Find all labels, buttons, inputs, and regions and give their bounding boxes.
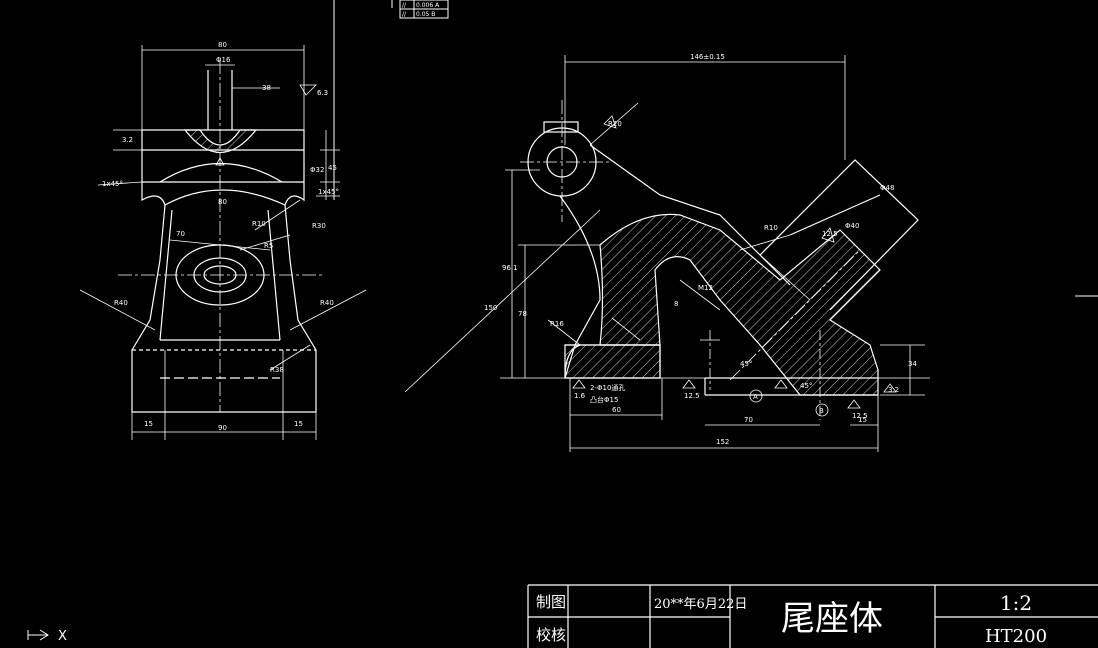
side-view	[404, 55, 930, 452]
tb-material: HT200	[985, 626, 1047, 647]
sv-dim-height-left: 78	[518, 310, 527, 318]
sv-dim-8: 8	[674, 300, 678, 308]
sv-cb-note: 凸台Φ15	[590, 395, 618, 404]
fv-dim-r10: R10	[252, 220, 266, 228]
sv-dim-phi48: Φ48	[880, 184, 894, 192]
sv-dim-12-5: 12.5	[822, 230, 838, 238]
sv-dim-45a: 45°	[740, 360, 752, 368]
sv-dim-r10: R10	[764, 224, 778, 232]
sv-dim-phi40: Φ40	[845, 222, 859, 230]
fv-dim-bottom: 90	[218, 424, 227, 432]
sv-dim-r20: R20	[608, 120, 622, 128]
sv-holes-note: 2-Φ10通孔	[590, 383, 625, 392]
sv-rough-b: 12.5	[684, 392, 700, 400]
fv-side-phi: Φ32	[310, 166, 324, 174]
sv-dim-left60: 60	[612, 406, 621, 414]
tb-checked-label: 校核	[536, 626, 566, 644]
ucs-x-label: X	[58, 629, 67, 644]
fv-dim-mid: 80	[218, 198, 227, 206]
fv-rough-left: 3.2	[122, 136, 133, 144]
fv-dim-right-r: R40	[320, 299, 334, 307]
sv-dim-height-total: 96.1	[502, 264, 518, 272]
front-view	[79, 45, 367, 440]
fv-dim-bore: 38	[262, 84, 271, 92]
sv-datum-a: A	[753, 393, 758, 401]
sv-rough-a: 1.6	[574, 392, 586, 400]
fv-side-6-3: 6.3	[317, 89, 328, 97]
fv-chamfer-left: 1x45°	[102, 180, 123, 188]
sv-dim-right70: 70	[744, 416, 753, 424]
sv-dim-thread: M12	[698, 284, 713, 292]
sv-dim-45b: 45°	[800, 382, 812, 390]
fv-dim-right15: 15	[294, 420, 303, 428]
tb-drawn-label: 制图	[536, 593, 566, 611]
fv-dim-70: 70	[176, 230, 185, 238]
sv-rough-c: 12.5	[852, 412, 868, 420]
fv-dim-left-r: R40	[114, 299, 128, 307]
fv-dim-r30: R30	[312, 222, 326, 230]
fv-dim-hole: Φ16	[216, 56, 231, 64]
tol-row2-value: 0.05 B	[416, 11, 435, 18]
fv-side-45: 45	[328, 164, 337, 172]
title-block	[527, 584, 1098, 648]
sv-dim-bottom-total: 152	[716, 438, 729, 446]
fv-chamfer-right: 1x45°	[318, 188, 339, 196]
sv-dim-overall: 146±0.15	[690, 53, 725, 61]
tolerance-table: // 0.006 A // 0.05 B	[399, 0, 449, 19]
fv-dim-r38: R38	[270, 366, 284, 374]
sv-dim-r16: R16	[550, 320, 564, 328]
fv-dim-top-width: 80	[218, 41, 227, 49]
sv-dim-34: 34	[908, 360, 917, 368]
fv-dim-left15: 15	[144, 420, 153, 428]
tol-row1-value: 0.006 A	[416, 2, 440, 9]
sv-dim-right15: 15	[858, 416, 867, 424]
tb-scale: 1:2	[1000, 591, 1032, 615]
tb-date: 20**年6月22日	[654, 597, 747, 612]
tb-part-name: 尾座体	[781, 599, 883, 639]
fv-dim-r5: R5	[264, 242, 273, 250]
tol-row2-symbol: //	[402, 11, 407, 18]
sv-dim-150: 150	[484, 304, 497, 312]
ucs-icon	[27, 629, 49, 641]
sv-rough-d: 3.2	[888, 386, 899, 394]
sv-datum-b: B	[819, 407, 824, 415]
tol-row1-symbol: //	[402, 2, 407, 9]
